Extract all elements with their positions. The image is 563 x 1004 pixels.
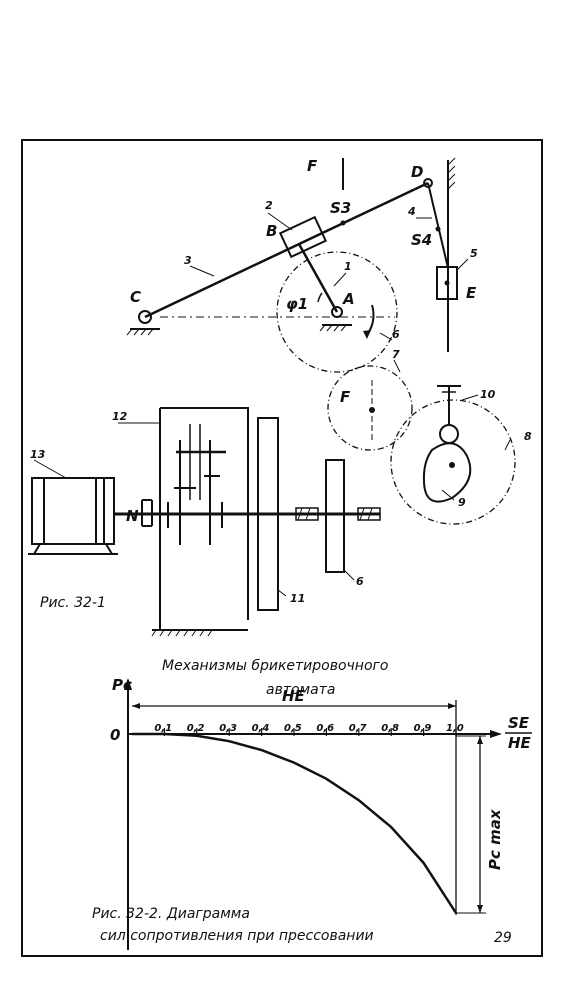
part-number-2: 2 bbox=[265, 199, 273, 212]
page-frame bbox=[21, 139, 543, 957]
gearbox-12 bbox=[159, 407, 249, 630]
x-tick-label: 0,8 bbox=[381, 723, 399, 734]
part-number-12: 12 bbox=[112, 410, 128, 423]
x-tick-label: 0,9 bbox=[414, 723, 432, 734]
fig2-caption-line1: Рис. 32-2. Диаграмма bbox=[92, 906, 250, 922]
label-phi1: φ1 bbox=[286, 295, 308, 313]
x-tick-labels: 0,1 0,2 0,3 0,4 0,5 0,6 0,7 0,8 0,9 1,0 bbox=[154, 723, 464, 736]
gear-7-circle bbox=[327, 365, 413, 451]
motor-13 bbox=[31, 477, 115, 545]
y-axis-label: Pc bbox=[112, 676, 132, 694]
gear-8-circle bbox=[390, 399, 516, 525]
part-number-1: 1 bbox=[344, 260, 352, 273]
x-tick-label: 0,6 bbox=[316, 723, 334, 734]
slider-5 bbox=[436, 266, 458, 300]
point-s3 bbox=[340, 220, 346, 226]
cam-9 bbox=[422, 442, 472, 503]
fig1-caption: Рис. 32-1 bbox=[40, 595, 106, 611]
link-4 bbox=[427, 182, 449, 269]
part-number-8: 8 bbox=[524, 430, 532, 443]
ground-pivot-c bbox=[126, 310, 160, 336]
x-tick-label: 0,4 bbox=[252, 723, 270, 734]
label-f-top: F bbox=[307, 157, 318, 175]
gear-6-side bbox=[325, 459, 345, 573]
x-tick-label: 0,1 bbox=[154, 723, 172, 734]
resistance-force-chart: 0,1 0,2 0,3 0,4 0,5 0,6 0,7 0,8 0,9 1,0 bbox=[124, 678, 502, 950]
slider-block-2 bbox=[278, 215, 328, 259]
x-tick-label: 0,5 bbox=[284, 723, 302, 734]
label-e: E bbox=[466, 284, 477, 302]
point-s4 bbox=[435, 226, 441, 232]
label-s4: S4 bbox=[411, 231, 432, 249]
angle-arc-phi bbox=[317, 292, 323, 303]
part-number-9: 9 bbox=[458, 496, 466, 509]
ground-pivot-a bbox=[319, 306, 352, 332]
x-tick-label: 0,2 bbox=[187, 723, 205, 734]
x-axis-label-numerator: SE bbox=[508, 714, 530, 732]
origin-label: 0 bbox=[110, 726, 120, 744]
fig1-title-line2: автомата bbox=[266, 682, 335, 698]
x-axis-label-denominator: HE bbox=[508, 734, 532, 752]
label-a: A bbox=[342, 290, 355, 308]
part-number-13: 13 bbox=[30, 448, 46, 461]
label-n: N bbox=[126, 507, 139, 525]
label-b: B bbox=[266, 222, 277, 240]
pc-max-label: Pc max bbox=[486, 808, 504, 870]
bearing-left bbox=[295, 507, 319, 521]
roller-10 bbox=[439, 424, 459, 444]
stroke-label: HE bbox=[282, 687, 306, 705]
resistance-curve bbox=[132, 732, 458, 914]
fig2-caption-line2: сил сопротивления при прессовании bbox=[100, 928, 374, 944]
part-number-6: 6 bbox=[392, 328, 400, 341]
gear-6-circle bbox=[276, 251, 398, 373]
part-number-3: 3 bbox=[184, 254, 192, 267]
label-f-gear: F bbox=[340, 388, 351, 406]
leader-lines bbox=[33, 212, 511, 597]
part-number-7: 7 bbox=[392, 348, 400, 361]
linkage-mechanism bbox=[126, 157, 516, 525]
label-s3: S3 bbox=[330, 199, 351, 217]
connecting-rod-3 bbox=[144, 181, 429, 319]
crank-1 bbox=[297, 243, 339, 313]
part-number-6-side: 6 bbox=[356, 575, 364, 588]
label-d: D bbox=[411, 163, 423, 181]
page-number: 29 bbox=[494, 930, 512, 946]
part-number-11: 11 bbox=[290, 592, 305, 605]
part-number-10: 10 bbox=[480, 388, 496, 401]
x-tick-label: 1,0 bbox=[446, 723, 464, 734]
joint-d bbox=[423, 178, 433, 188]
bearing-right bbox=[357, 507, 381, 521]
part-number-4: 4 bbox=[407, 205, 416, 218]
part-number-5: 5 bbox=[470, 247, 478, 260]
flywheel-11 bbox=[257, 417, 279, 611]
x-tick-label: 0,7 bbox=[349, 723, 367, 734]
label-c: C bbox=[130, 288, 141, 306]
drive-train bbox=[28, 407, 381, 637]
x-tick-label: 0,3 bbox=[219, 723, 237, 734]
fig1-title-line1: Механизмы брикетировочного bbox=[162, 658, 388, 674]
